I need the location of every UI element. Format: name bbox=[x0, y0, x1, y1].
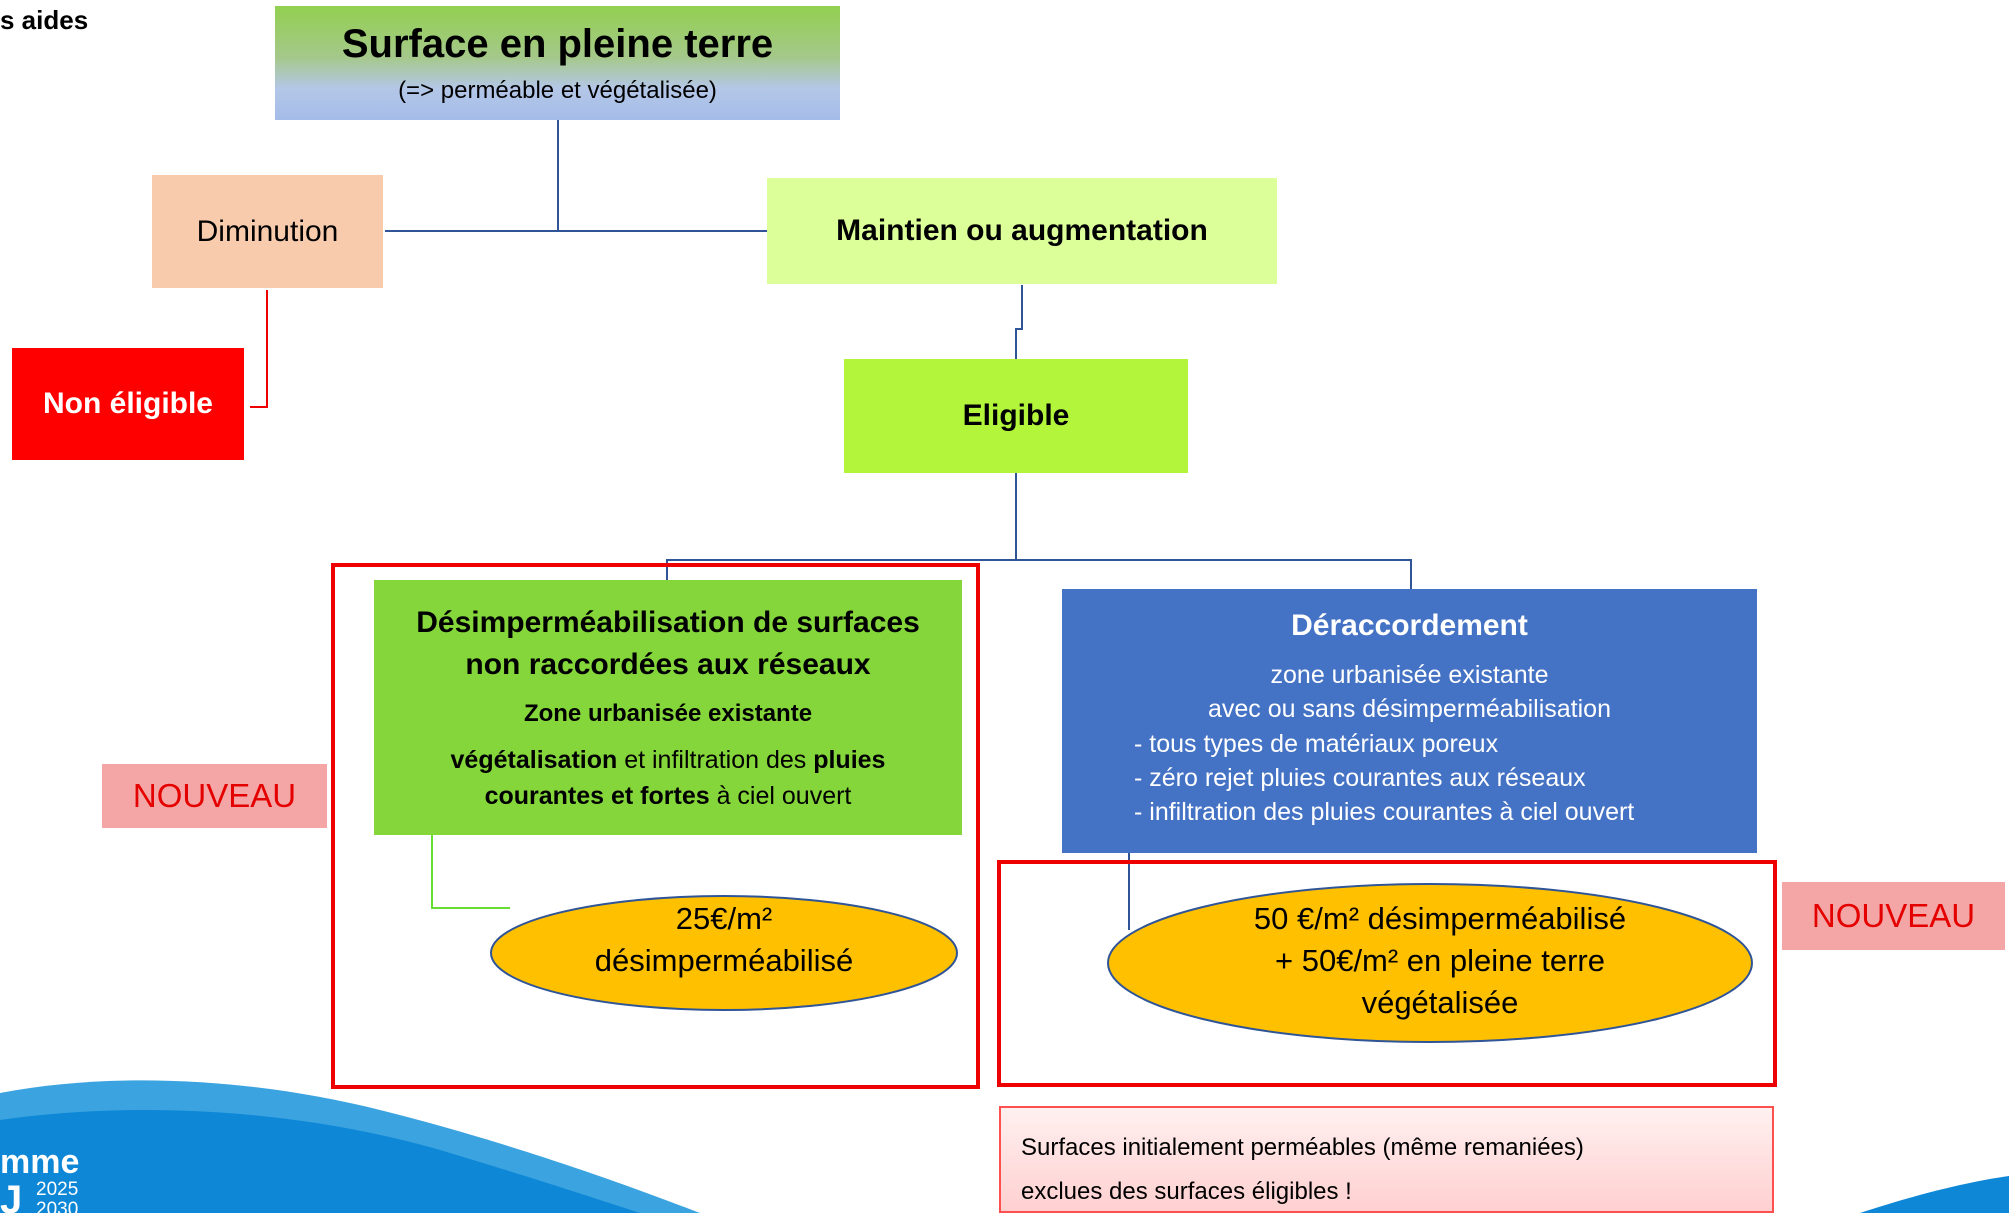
badge-nouveau-right: NOUVEAU bbox=[1782, 882, 2005, 950]
logo-year-end: 2030 bbox=[36, 1199, 79, 1220]
badge-nouveau-left-text: NOUVEAU bbox=[132, 777, 297, 814]
corner-swoosh bbox=[1860, 1176, 2009, 1213]
rate-left-line-2: désimperméabilisé bbox=[594, 943, 854, 978]
box-eligible: Eligible bbox=[844, 359, 1188, 473]
rate-ellipse-left bbox=[490, 895, 958, 1011]
line-desimperm-to-rate bbox=[431, 835, 510, 909]
rate-right-line-3: végétalisée bbox=[1361, 985, 1519, 1020]
badge-nouveau-right-text: NOUVEAU bbox=[1811, 897, 1976, 934]
logo-swoosh-dark bbox=[0, 1110, 640, 1213]
highlight-frame-right bbox=[997, 860, 1777, 1087]
header-partial-title: s aides bbox=[0, 5, 89, 35]
badge-nouveau-left: NOUVEAU bbox=[102, 764, 327, 828]
deracc-item: - tous types de matériaux poreux bbox=[1134, 730, 1499, 758]
logo-years: 2025 2030 bbox=[36, 1180, 78, 1220]
desimperm-description: végétalisation et infiltration des pluie… bbox=[451, 742, 886, 814]
note-line-2: exclues des surfaces éligibles ! bbox=[1021, 1178, 1352, 1205]
desc-text-1: et infiltration des bbox=[617, 745, 814, 774]
rate-left-text: 25€/m² désimperméabilisé bbox=[494, 898, 954, 982]
line-eligible-to-deracc bbox=[1016, 559, 1412, 589]
deracc-sub-1: zone urbanisée existante bbox=[1270, 661, 1549, 689]
deracc-item: - infiltration des pluies courantes à ci… bbox=[1134, 798, 1635, 826]
box-non-eligible-label: Non éligible bbox=[42, 387, 213, 420]
box-eligible-label: Eligible bbox=[962, 399, 1070, 432]
warning-note: Surfaces initialement perméables (même r… bbox=[999, 1106, 1774, 1213]
deracc-item: - zéro rejet pluies courantes aux réseau… bbox=[1134, 764, 1586, 792]
rate-right-line-1: 50 €/m² désimperméabilisé bbox=[1253, 901, 1627, 936]
line-eligible-to-desimperm bbox=[666, 473, 1017, 580]
desc-bold-2: pluies bbox=[813, 745, 886, 774]
rate-left-line-1: 25€/m² bbox=[675, 901, 773, 936]
box-maintien-label: Maintien ou augmentation bbox=[836, 214, 1208, 247]
desimperm-title-2: non raccordées aux réseaux bbox=[465, 647, 871, 681]
line-decrease-to-noteligible bbox=[250, 290, 268, 408]
desc-bold-3: courantes et fortes bbox=[484, 781, 710, 810]
box-top-title: Surface en pleine terre bbox=[341, 21, 774, 66]
highlight-frame-left bbox=[331, 563, 980, 1089]
note-line-1: Surfaces initialement perméables (même r… bbox=[1021, 1134, 1584, 1161]
box-top-subtitle: (=> perméable et végétalisée) bbox=[398, 76, 717, 104]
box-diminution-label: Diminution bbox=[196, 214, 339, 248]
logo-letter: J bbox=[0, 1178, 23, 1222]
box-deraccordement: Déraccordement zone urbanisée existante … bbox=[1062, 589, 1757, 853]
box-surface-pleine-terre: Surface en pleine terre (=> perméable et… bbox=[275, 6, 840, 120]
rate-ellipse-right bbox=[1107, 883, 1753, 1043]
desc-text-2: à ciel ouvert bbox=[709, 781, 852, 810]
deracc-sub-2: avec ou sans désimperméabilisation bbox=[1208, 695, 1611, 723]
box-maintien: Maintien ou augmentation bbox=[767, 178, 1277, 284]
deracc-title: Déraccordement bbox=[1291, 609, 1528, 642]
box-desimpermeabilisation: Désimperméabilisation de surfaces non ra… bbox=[374, 580, 962, 835]
desc-bold-1: végétalisation bbox=[450, 745, 618, 774]
box-non-eligible: Non éligible bbox=[12, 348, 244, 460]
desimperm-subtitle: Zone urbanisée existante bbox=[523, 699, 813, 727]
line-maintain-to-eligible bbox=[1015, 285, 1023, 359]
logo-text-partial: mme bbox=[0, 1143, 80, 1181]
logo-year-start: 2025 bbox=[36, 1179, 79, 1200]
box-diminution: Diminution bbox=[152, 175, 383, 288]
desimperm-title-1: Désimperméabilisation de surfaces bbox=[416, 605, 920, 639]
rate-right-text: 50 €/m² désimperméabilisé + 50€/m² en pl… bbox=[1110, 898, 1770, 1024]
rate-right-line-2: + 50€/m² en pleine terre bbox=[1275, 943, 1605, 978]
